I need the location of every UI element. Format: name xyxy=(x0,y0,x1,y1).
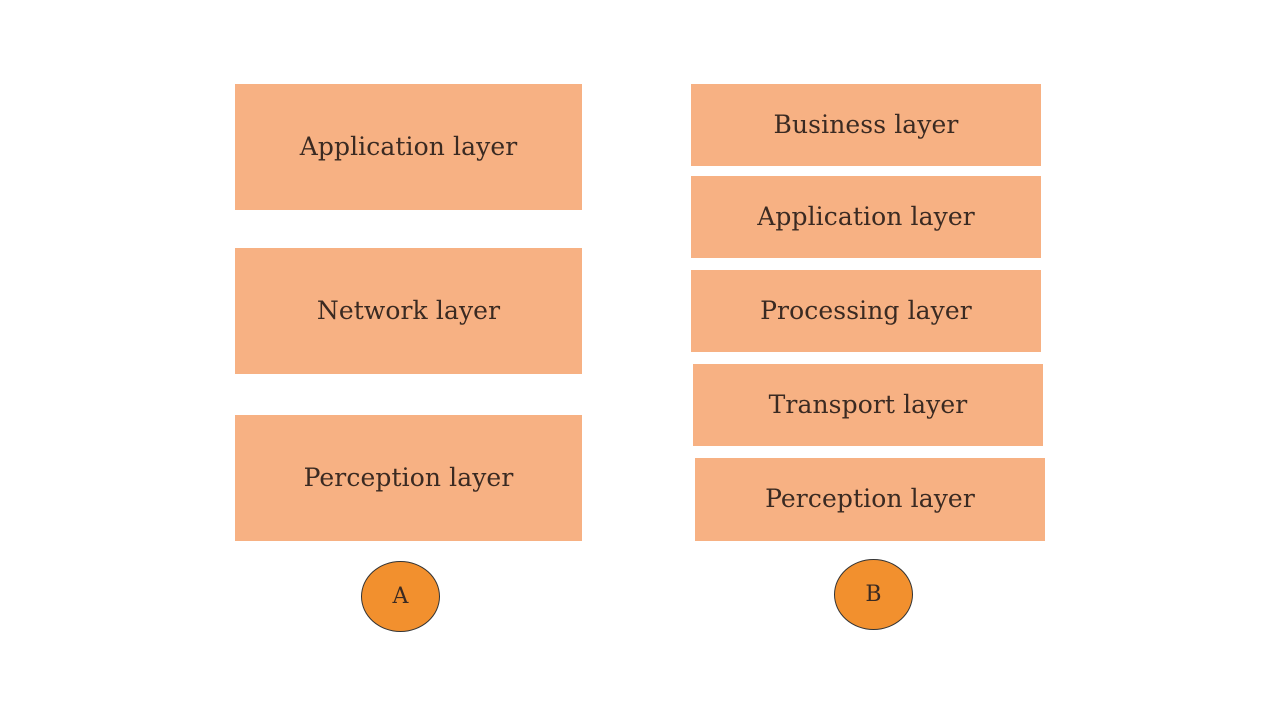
layer-label: Processing layer xyxy=(760,295,972,325)
layer-label: Business layer xyxy=(773,109,959,139)
layer-label: Application layer xyxy=(299,131,518,161)
layer-label: Network layer xyxy=(316,295,501,325)
stack-badge-a: A xyxy=(361,561,440,632)
layer-box-network: Network layer xyxy=(235,248,582,374)
layer-box-transport: Transport layer xyxy=(693,364,1043,446)
layer-box-application: Application layer xyxy=(691,176,1041,258)
layer-label: Transport layer xyxy=(768,389,968,419)
layer-label: Application layer xyxy=(757,201,975,231)
layer-box-business: Business layer xyxy=(691,84,1041,166)
layer-label: Perception layer xyxy=(765,484,975,514)
layer-box-perception: Perception layer xyxy=(235,415,582,541)
layer-box-perception: Perception layer xyxy=(695,458,1045,541)
layer-label: Perception layer xyxy=(303,462,514,492)
layer-box-processing: Processing layer xyxy=(691,270,1041,352)
stack-badge-b: B xyxy=(834,559,913,630)
layer-box-application: Application layer xyxy=(235,84,582,210)
